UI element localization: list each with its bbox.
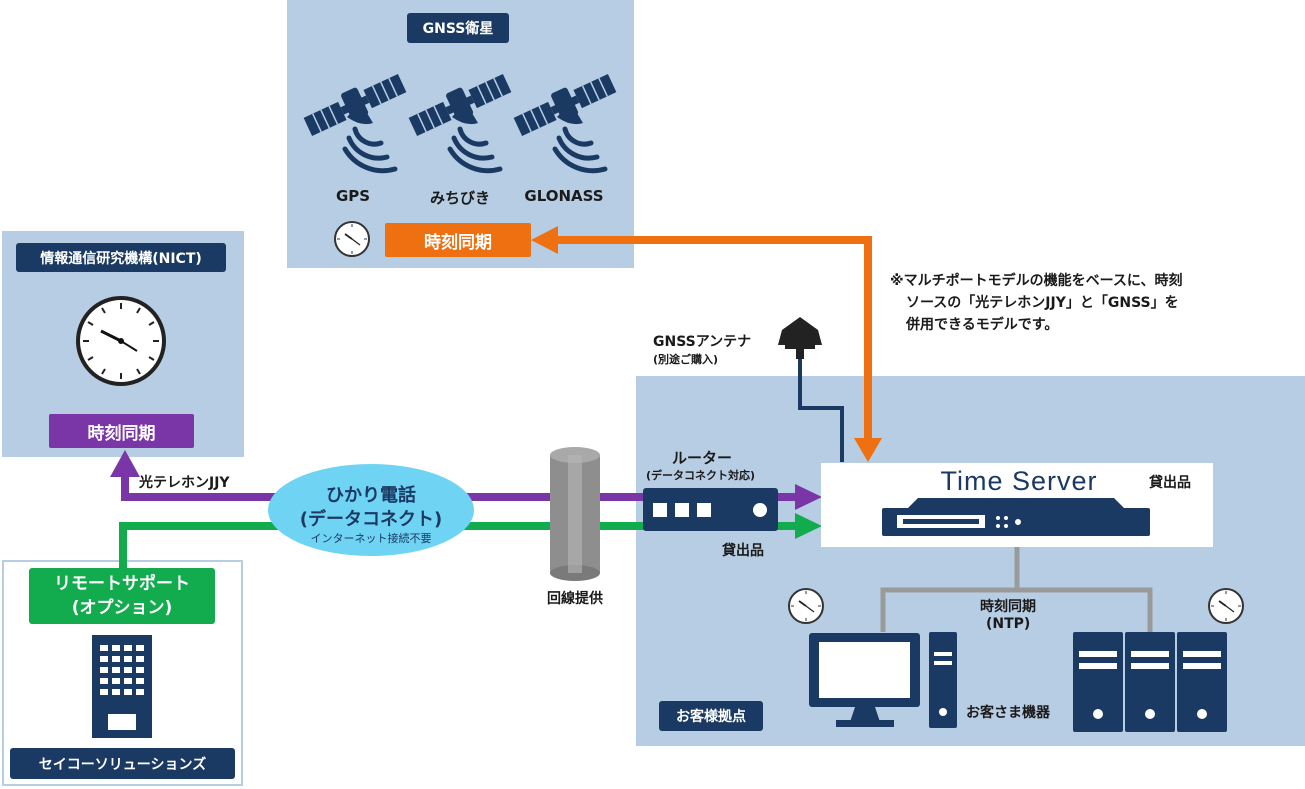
server-rack-icon bbox=[1073, 632, 1227, 732]
clock-icon bbox=[1208, 588, 1244, 624]
customer-devices-label: お客さま機器 bbox=[966, 705, 1050, 721]
jjy-line-label: 光テレホンJJY bbox=[139, 475, 230, 491]
gnss-sync-line bbox=[531, 226, 882, 462]
gnss-antenna-label: GNSSアンテナ bbox=[653, 334, 752, 350]
satellite-icon bbox=[303, 73, 407, 174]
router-rental-label: 貸出品 bbox=[722, 543, 764, 559]
satellite-label-michibiki: みちびき bbox=[429, 189, 490, 207]
note-line-2: ソースの「光テレホンJJY」と「GNSS」を bbox=[906, 295, 1179, 311]
line-provider-icon bbox=[550, 447, 600, 581]
desktop-computer-icon bbox=[809, 632, 957, 728]
clock-icon bbox=[788, 588, 824, 624]
clock-icon bbox=[76, 296, 166, 386]
customer-site-label: お客様拠点 bbox=[659, 701, 763, 731]
router-sub: (データコネクト対応) bbox=[646, 469, 756, 482]
ntp-label-2: (NTP) bbox=[986, 616, 1031, 632]
building-icon bbox=[92, 635, 152, 738]
antenna-cable bbox=[798, 355, 844, 462]
nict-title: 情報通信研究機構(NICT) bbox=[16, 243, 226, 272]
time-server-rental-label: 貸出品 bbox=[1149, 475, 1191, 491]
note-line-1: ※マルチポートモデルの機能をベースに、時刻 bbox=[890, 273, 1183, 289]
line-provider-label: 回線提供 bbox=[547, 591, 603, 607]
ntp-label-1: 時刻同期 bbox=[980, 599, 1036, 615]
clock-icon bbox=[334, 221, 370, 257]
ntp-lines bbox=[880, 546, 1153, 632]
hikari-sub: インターネット接続不要 bbox=[310, 532, 432, 545]
time-server-title: Time Server bbox=[940, 466, 1098, 496]
remote-support-line-2: (オプション) bbox=[71, 598, 173, 618]
hikari-title-2: (データコネクト) bbox=[299, 509, 443, 530]
gnss-satellite-title: GNSS衛星 bbox=[407, 13, 509, 43]
satellite-label-glonass: GLONASS bbox=[524, 187, 604, 205]
gnss-sync-badge: 時刻同期 bbox=[385, 223, 531, 257]
seiko-name-label: セイコーソリューションズ bbox=[10, 748, 235, 779]
hikari-title: ひかり電話 bbox=[326, 485, 416, 506]
satellite-icon bbox=[513, 73, 617, 174]
note-line-3: 併用できるモデルです。 bbox=[906, 317, 1059, 333]
remote-support-badge: リモートサポート (オプション) bbox=[29, 568, 215, 624]
router-label: ルーター bbox=[672, 449, 733, 467]
gnss-antenna-sub: (別途ご購入) bbox=[653, 353, 719, 366]
satellite-icon bbox=[408, 73, 512, 174]
hikari-denwa-ellipse bbox=[268, 464, 474, 556]
gnss-antenna-icon bbox=[778, 317, 822, 359]
satellite-label-gps: GPS bbox=[335, 187, 371, 205]
nict-sync-badge: 時刻同期 bbox=[49, 414, 194, 448]
remote-support-line-1: リモートサポート bbox=[54, 574, 190, 594]
router-icon bbox=[643, 488, 778, 531]
